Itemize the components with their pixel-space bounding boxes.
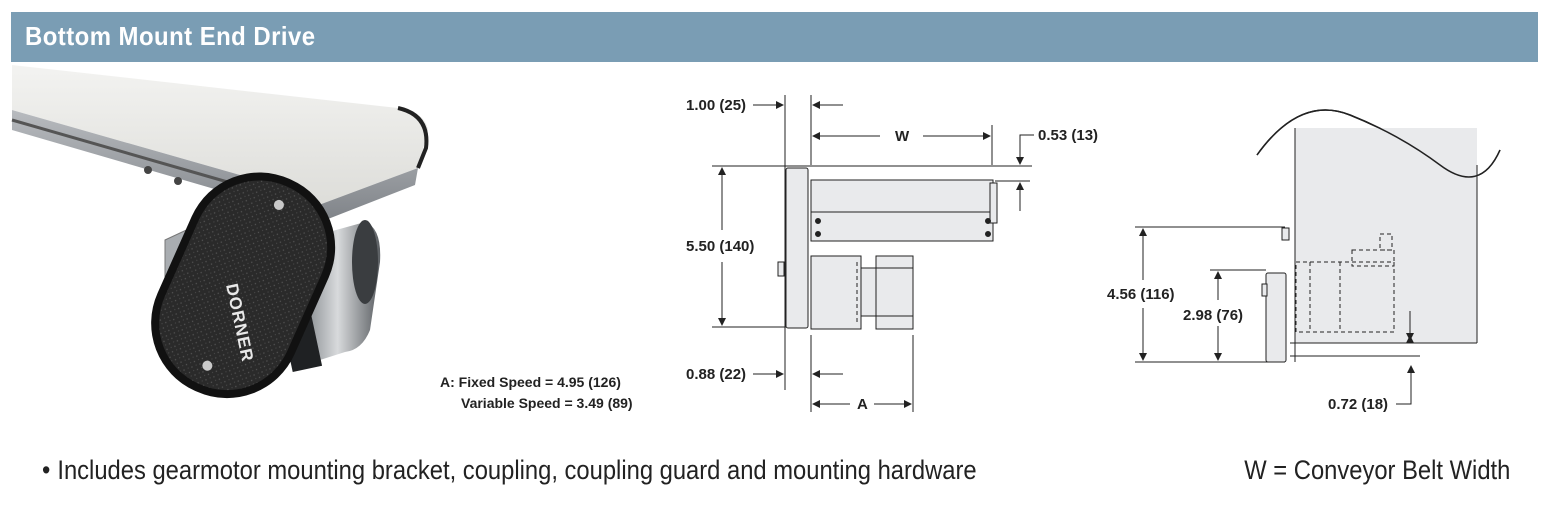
rail-bolt (144, 166, 152, 174)
speed-note-variable: Variable Speed = 3.49 (89) (461, 395, 633, 411)
dim-label-bottom-clearance: 0.72 (18) (1328, 396, 1388, 413)
front-view-drawing (712, 95, 1032, 412)
conveyor-side-rail (12, 110, 418, 228)
dim-label-overall-height: 4.56 (116) (1107, 286, 1175, 303)
section-title: Bottom Mount End Drive (25, 21, 316, 51)
section-header: Bottom Mount End Drive (11, 12, 1538, 62)
rail-bolt (174, 177, 182, 185)
speed-note-fixed: A: Fixed Speed = 4.95 (126) (440, 374, 621, 390)
dim-label-bottom-offset: 0.88 (22) (686, 366, 746, 383)
dim-label-height: 5.50 (140) (686, 238, 754, 255)
feature-bullet: •Includes gearmotor mounting bracket, co… (42, 455, 977, 486)
dim-label-belt-width: W (895, 128, 910, 145)
dim-label-right-offset: 0.53 (13) (1038, 127, 1098, 144)
motor-endcap (352, 220, 378, 304)
dim-label-motor-height: 2.98 (76) (1183, 307, 1243, 324)
dim-label-a: A (857, 396, 868, 413)
width-legend: W = Conveyor Belt Width (1243, 455, 1510, 485)
bullet-dot-icon: • (42, 455, 51, 485)
product-photo: DORNER (11, 65, 429, 399)
end-roller (397, 106, 429, 169)
feature-bullet-text: Includes gearmotor mounting bracket, cou… (57, 455, 977, 485)
front-view-dimensions (718, 101, 1034, 408)
conveyor-belt-surface (12, 65, 428, 212)
dim-label-top-offset: 1.00 (25) (686, 97, 746, 114)
side-view-dimensions (1139, 228, 1415, 405)
rail-slot (11, 118, 239, 187)
side-view-drawing (1135, 109, 1501, 363)
coupling-guard (151, 172, 336, 399)
